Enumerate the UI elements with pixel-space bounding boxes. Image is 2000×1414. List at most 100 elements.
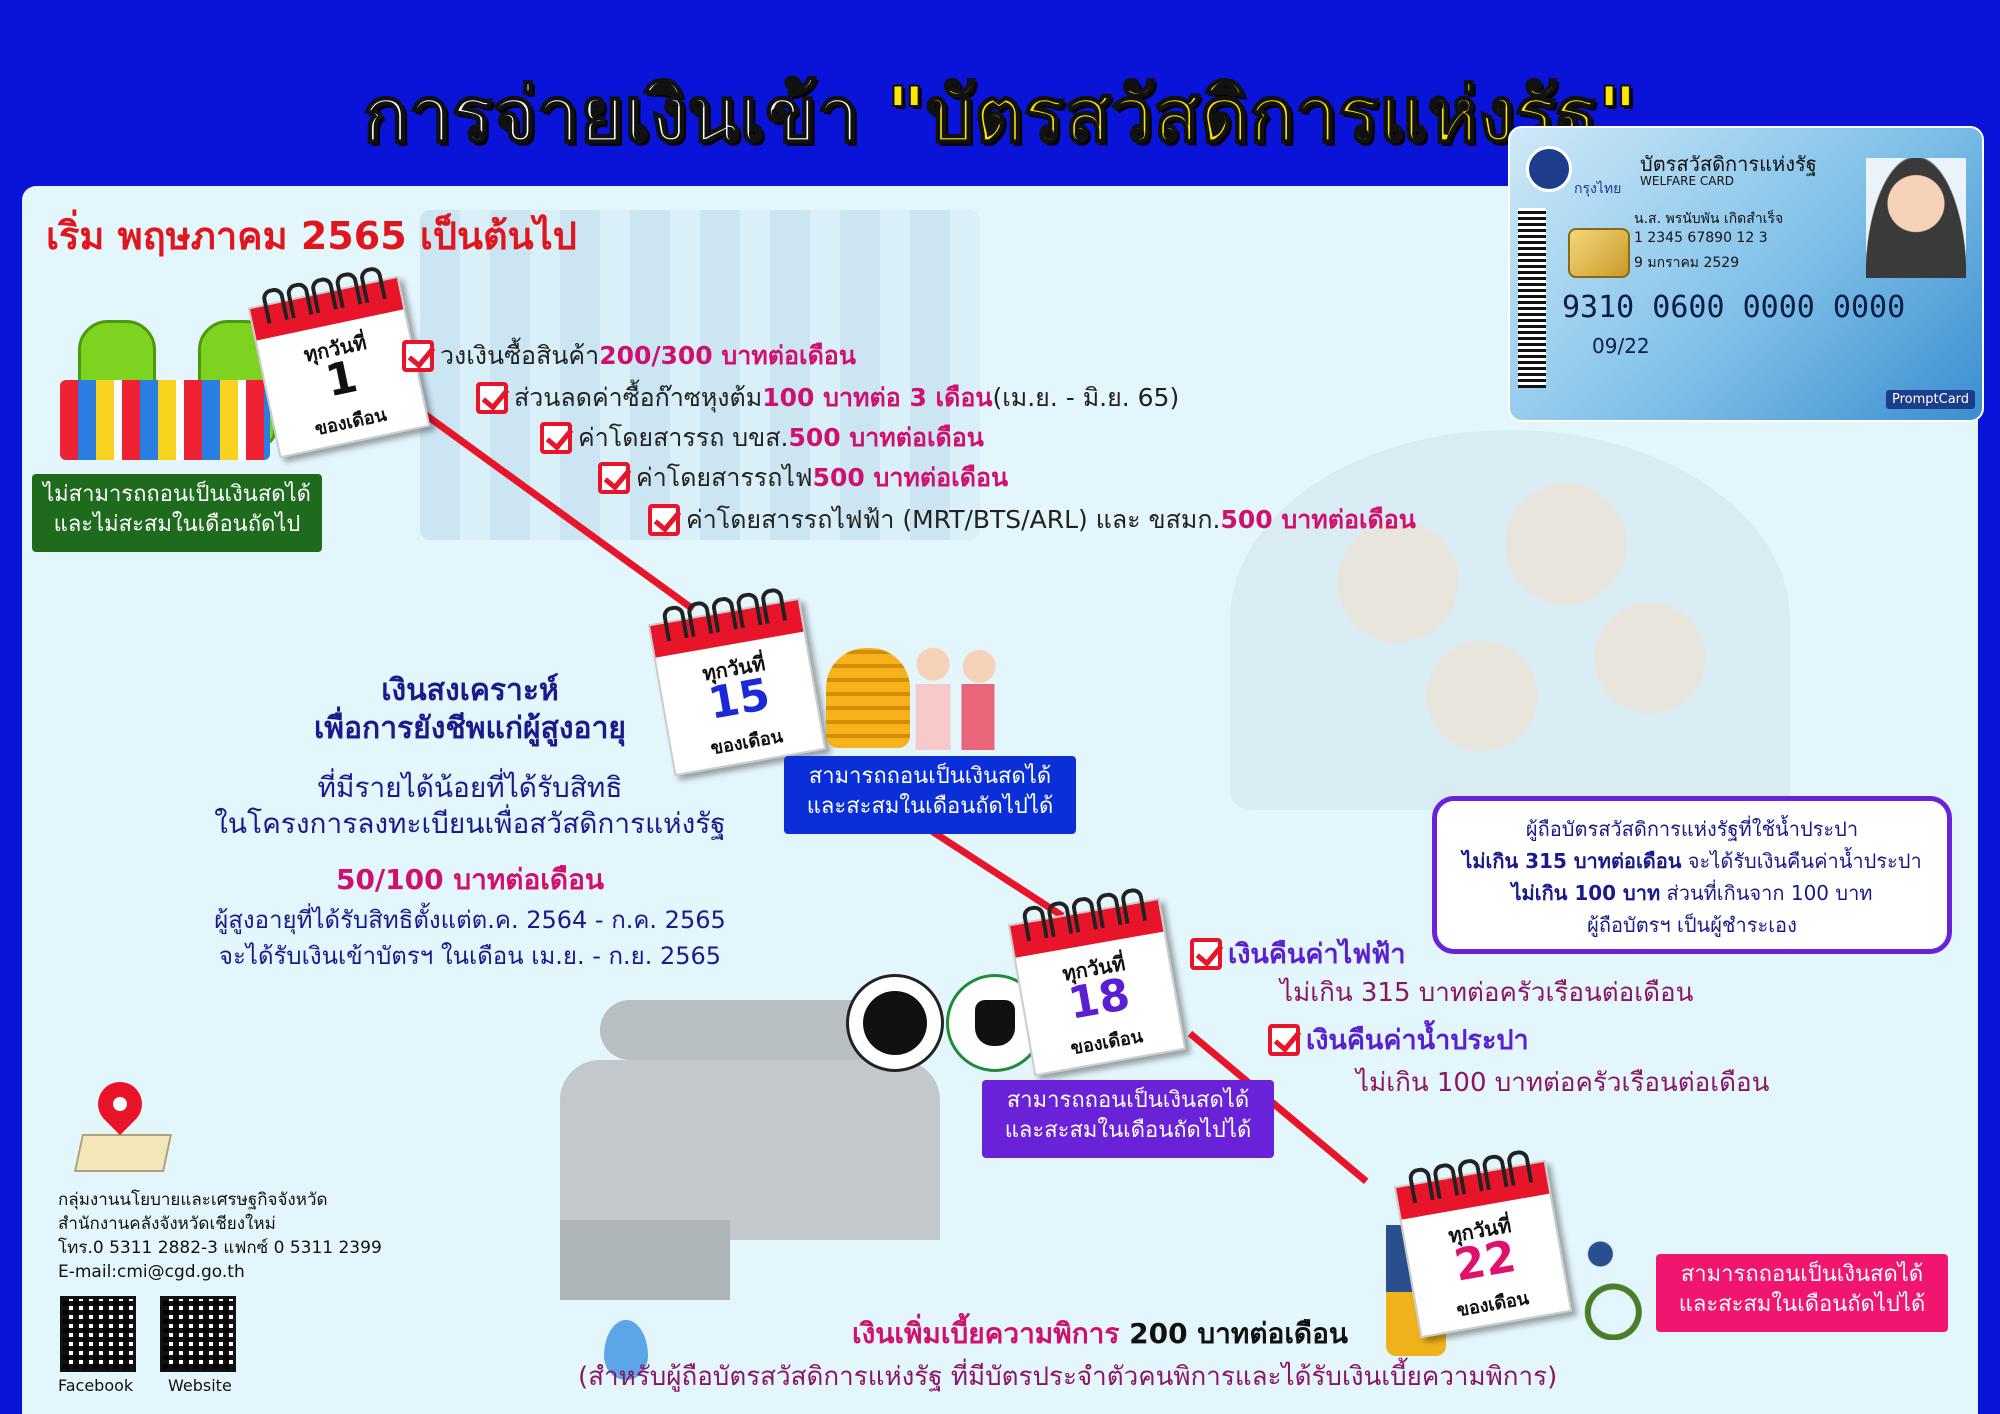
note-no-cash-withdrawal: ไม่สามารถถอนเป็นเงินสดได้ และไม่สะสมในเด… — [32, 474, 322, 552]
refund-title: เงินคืนค่าน้ำประปา — [1306, 1025, 1529, 1056]
electric-meter-icon — [846, 974, 944, 1072]
calendar-day-22: ทุกวันที่ 22 ของเดือน — [1393, 1148, 1573, 1339]
disability-lead: เงินเพิ่มเบี้ยความพิการ — [852, 1317, 1130, 1350]
checkbox-icon — [476, 382, 508, 414]
note-cash-withdrawal-22: สามารถถอนเป็นเงินสดได้ และสะสมในเดือนถัด… — [1656, 1254, 1948, 1332]
website-qr-label: Website — [168, 1376, 232, 1395]
benefit-text: ค่าโดยสารรถ บขส. — [578, 423, 789, 452]
water-box-line: ผู้ถือบัตรสวัสดิการแห่งรัฐที่ใช้น้ำประปา — [1525, 817, 1859, 841]
note-cash-withdrawal-15: สามารถถอนเป็นเงินสดได้ และสะสมในเดือนถัด… — [784, 756, 1076, 834]
water-tap-spout — [560, 1220, 730, 1300]
card-number: 9310 0600 0000 0000 — [1562, 290, 1906, 325]
water-refund-info-box: ผู้ถือบัตรสวัสดิการแห่งรัฐที่ใช้น้ำประปา… — [1432, 796, 1952, 954]
title-part1: การจ่ายเงินเข้า — [362, 69, 887, 160]
note-line: สามารถถอนเป็นเงินสดได้ — [1680, 1262, 1924, 1287]
elderly-description: ที่มีรายได้น้อยที่ได้รับสิทธิ ในโครงการล… — [170, 770, 770, 842]
water-drop-icon — [604, 1320, 648, 1380]
facebook-qr-code[interactable] — [60, 1296, 136, 1372]
page-title: การจ่ายเงินเข้า "บัตรสวัสดิการแห่งรัฐ" — [0, 55, 2000, 175]
disability-amount: 200 บาทต่อเดือน — [1129, 1317, 1349, 1350]
products-background — [420, 210, 980, 540]
facebook-qr-label: Facebook — [58, 1376, 134, 1395]
benefit-item: ค่าโดยสารรถไฟ 500 บาทต่อเดือน — [598, 458, 1008, 498]
elderly-desc-1: ที่มีรายได้น้อยที่ได้รับสิทธิ — [317, 771, 623, 804]
calendar-day-18: ทุกวันที่ 18 ของเดือน — [1007, 886, 1187, 1077]
elderly-note: ผู้สูงอายุที่ได้รับสิทธิตั้งแต่ต.ค. 2564… — [170, 902, 770, 974]
contact-info: กลุ่มงานนโยบายและเศรษฐกิจจังหวัด สำนักงา… — [58, 1188, 382, 1284]
note-cash-withdrawal-18: สามารถถอนเป็นเงินสดได้ และสะสมในเดือนถัด… — [982, 1080, 1274, 1158]
welfare-card-image: กรุงไทย บัตรสวัสดิการแห่งรัฐ WELFARE CAR… — [1508, 126, 1984, 422]
note-line: และไม่สะสมในเดือนถัดไป — [53, 512, 301, 537]
portrait-icon — [1866, 158, 1966, 278]
emblem-icon — [1526, 146, 1572, 192]
note-line: และสะสมในเดือนถัดไปได้ — [1004, 1118, 1252, 1143]
card-holder-name: น.ส. พรนับพัน เกิดสำเร็จ — [1634, 211, 1784, 227]
map-background-icon — [73, 1134, 173, 1172]
card-title-en: WELFARE CARD — [1640, 174, 1735, 188]
contact-email[interactable]: E-mail:cmi@cgd.go.th — [58, 1262, 245, 1282]
checkbox-icon — [648, 504, 680, 536]
card-dob: 9 มกราคม 2529 — [1634, 255, 1740, 271]
benefit-text: ค่าโดยสารรถไฟฟ้า (MRT/BTS/ARL) และ ขสมก. — [686, 505, 1221, 534]
elderly-amount: 50/100 บาทต่อเดือน — [335, 863, 605, 896]
crowd-illustration — [1230, 430, 1790, 810]
water-box-limit: ไม่เกิน 100 บาท — [1511, 881, 1661, 905]
benefit-text: วงเงินซื้อสินค้า — [440, 341, 600, 370]
checkbox-icon — [402, 340, 434, 372]
benefit-item: ส่วนลดค่าซื้อก๊าซหุงต้ม 100 บาทต่อ 3 เดื… — [476, 378, 1179, 418]
benefit-note: (เม.ย. - มิ.ย. 65) — [992, 383, 1180, 412]
disability-benefit: เงินเพิ่มเบี้ยความพิการ 200 บาทต่อเดือน — [852, 1312, 1348, 1356]
disability-note: (สำหรับผู้ถือบัตรสวัสดิการแห่งรัฐ ที่มีบ… — [578, 1362, 1558, 1392]
note-line: สามารถถอนเป็นเงินสดได้ — [1006, 1088, 1250, 1113]
checkbox-icon — [598, 462, 630, 494]
refund-item-electricity: เงินคืนค่าไฟฟ้า — [1190, 932, 1406, 975]
benefit-item: วงเงินซื้อสินค้า 200/300 บาทต่อเดือน — [402, 336, 856, 376]
coins-icon — [826, 648, 910, 748]
card-title-th: บัตรสวัสดิการแห่งรัฐ — [1640, 152, 1817, 176]
benefit-text: ค่าโดยสารรถไฟ — [636, 463, 813, 492]
card-bank: กรุงไทย — [1574, 181, 1622, 197]
website-qr-code[interactable] — [160, 1296, 236, 1372]
elderly-heading-1: เงินสงเคราะห์ — [381, 673, 559, 708]
refund-detail: ไม่เกิน 100 บาทต่อครัวเรือนต่อเดือน — [1356, 1068, 1770, 1098]
contact-office: กลุ่มงานนโยบายและเศรษฐกิจจังหวัด — [58, 1190, 328, 1210]
checkbox-icon — [540, 422, 572, 454]
water-box-line: ผู้ถือบัตรฯ เป็นผู้ชำระเอง — [1587, 913, 1797, 937]
note-line: สามารถถอนเป็นเงินสดได้ — [808, 764, 1052, 789]
refund-detail: ไม่เกิน 315 บาทต่อครัวเรือนต่อเดือน — [1280, 978, 1694, 1008]
elderly-couple-icon — [900, 640, 1010, 750]
elderly-heading-2: เพื่อการยังชีพแก่ผู้สูงอายุ — [313, 711, 626, 746]
start-date-subtitle: เริ่ม พฤษภาคม 2565 เป็นต้นไป — [46, 214, 577, 258]
wheelchair-user-icon — [1566, 1240, 1652, 1340]
checkbox-icon — [1268, 1023, 1300, 1056]
refund-item-water: เงินคืนค่าน้ำประปา — [1268, 1018, 1529, 1061]
benefit-amount: 100 บาทต่อ 3 เดือน — [762, 383, 993, 412]
benefit-amount: 500 บาทต่อเดือน — [1220, 505, 1416, 534]
note-line: และสะสมในเดือนถัดไปได้ — [806, 794, 1054, 819]
note-line: ไม่สามารถถอนเป็นเงินสดได้ — [43, 482, 311, 507]
water-box-limit: ไม่เกิน 315 บาทต่อเดือน — [1462, 849, 1682, 873]
benefit-text: ส่วนลดค่าซื้อก๊าซหุงต้ม — [514, 383, 763, 412]
card-valid: 09/22 — [1592, 334, 1650, 358]
benefit-amount: 500 บาทต่อเดือน — [812, 463, 1009, 492]
card-id: 1 2345 67890 12 3 — [1634, 230, 1768, 246]
contact-department: สำนักงานคลังจังหวัดเชียงใหม่ — [58, 1214, 276, 1234]
chip-icon — [1568, 228, 1630, 278]
promptcard-logo: PromptCard — [1886, 390, 1976, 409]
elderly-note-1: ผู้สูงอายุที่ได้รับสิทธิตั้งแต่ต.ค. 2564… — [214, 906, 726, 934]
barcode-icon — [1518, 208, 1546, 388]
benefit-item: ค่าโดยสารรถไฟฟ้า (MRT/BTS/ARL) และ ขสมก.… — [648, 500, 1416, 540]
checkbox-icon — [1190, 937, 1222, 970]
water-box-line: จะได้รับเงินคืนค่าน้ำประปา — [1681, 849, 1922, 873]
benefit-amount: 500 บาทต่อเดือน — [788, 423, 984, 452]
benefit-item: ค่าโดยสารรถ บขส. 500 บาทต่อเดือน — [540, 418, 984, 458]
water-tap-body — [560, 1060, 940, 1240]
elderly-desc-2: ในโครงการลงทะเบียนเพื่อสวัสดิการแห่งรัฐ — [214, 807, 726, 840]
benefit-amount: 200/300 บาทต่อเดือน — [599, 341, 856, 370]
water-box-line: ส่วนที่เกินจาก 100 บาท — [1660, 881, 1873, 905]
elderly-note-2: จะได้รับเงินเข้าบัตรฯ ในเดือน เม.ย. - ก.… — [218, 942, 722, 970]
contact-phone: โทร.0 5311 2882-3 แฟกซ์ 0 5311 2399 — [58, 1238, 382, 1258]
note-line: และสะสมในเดือนถัดไปได้ — [1678, 1292, 1926, 1317]
groceries-icon — [60, 380, 270, 460]
refund-title: เงินคืนค่าไฟฟ้า — [1228, 939, 1406, 970]
